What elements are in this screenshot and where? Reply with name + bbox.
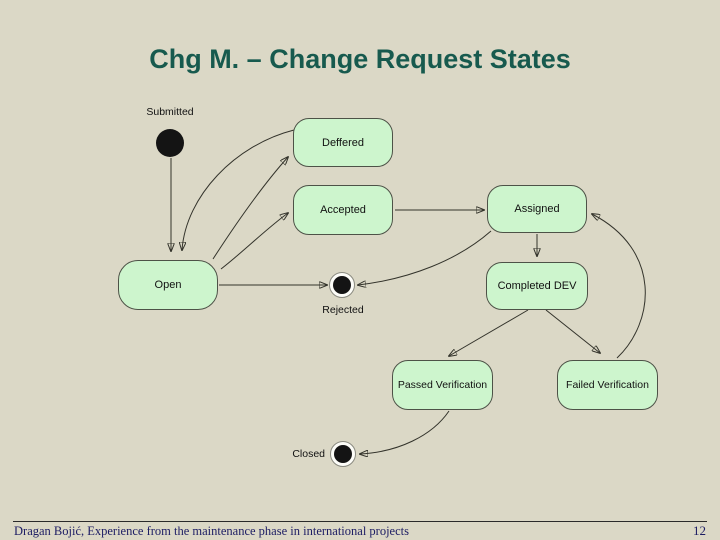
state-passed-verification: Passed Verification [392, 360, 493, 410]
edge-assigned-to-rejected [358, 230, 492, 285]
state-deffered: Deffered [293, 118, 393, 167]
edge-open-to-accepted [220, 213, 288, 270]
final-state-icon-rejected [329, 272, 355, 298]
final-state-inner-dot [334, 445, 352, 463]
initial-state-dot [156, 129, 184, 157]
final-state-label-closed: Closed [292, 448, 325, 460]
edge-passed-to-closed [360, 410, 450, 454]
final-state-inner-dot [333, 276, 351, 294]
footer-credit: Dragan Bojić, Experience from the mainte… [14, 524, 409, 538]
edge-completed-to-passed [449, 309, 529, 356]
state-accepted: Accepted [293, 185, 393, 235]
state-open: Open [118, 260, 218, 310]
edge-failed-to-assigned [592, 214, 646, 359]
edge-deffered-to-open [182, 129, 295, 250]
state-failed-verification: Failed Verification [557, 360, 658, 410]
state-assigned: Assigned [487, 185, 587, 233]
initial-state-label: Submitted [146, 106, 194, 118]
final-state-icon-closed [330, 441, 356, 467]
final-state-label-rejected: Rejected [322, 304, 364, 316]
edge-completed-to-failed [545, 309, 600, 353]
edge-open-to-deffered [212, 157, 288, 260]
page-number: 12 [693, 523, 706, 538]
footer-divider [13, 521, 707, 522]
state-completed-dev: Completed DEV [486, 262, 588, 310]
page-title: Chg M. – Change Request States [149, 44, 571, 74]
